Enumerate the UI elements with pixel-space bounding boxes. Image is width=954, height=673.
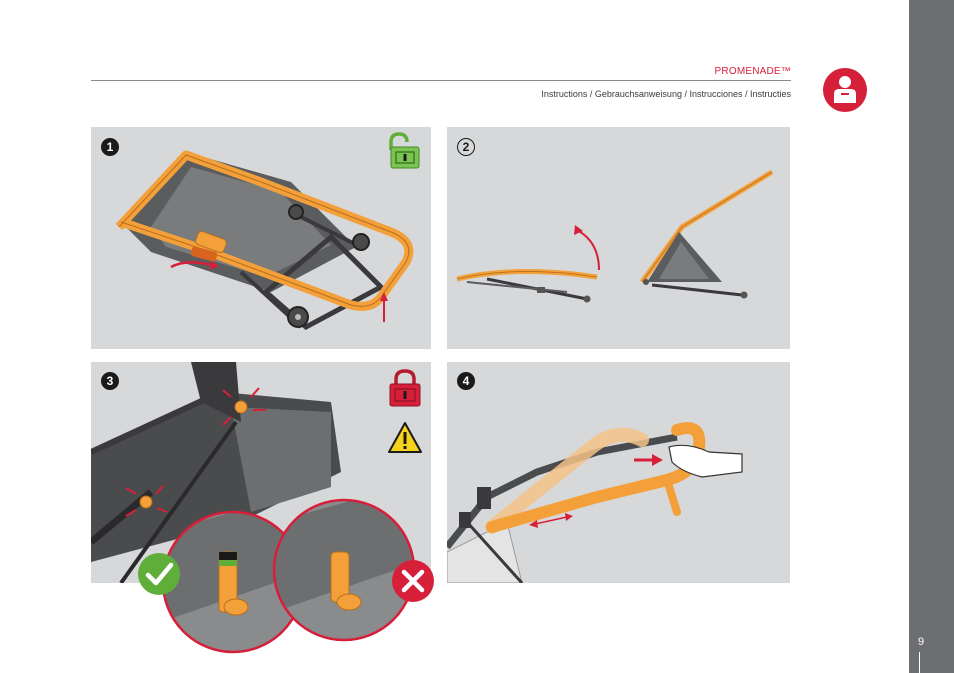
page-number-line [919,652,920,673]
step-2-number: 2 [457,138,475,156]
step-3-panel: 3 [91,362,434,654]
step-4-illustration [447,422,743,583]
step-4-panel: 4 [447,362,790,583]
warning-icon [387,420,423,456]
step-3-illustration [91,362,416,654]
step-2-panel: 2 [447,127,790,349]
side-tab [909,0,954,673]
lock-icon [387,368,423,408]
step-3-number: 3 [101,372,119,390]
step-1-illustration [115,150,414,331]
step-1-number: 1 [101,138,119,156]
step-1-panel: 1 [91,127,431,349]
user-icon [823,68,867,112]
check-icon [137,552,181,596]
step-2-illustration [456,169,774,303]
cross-icon [391,559,435,603]
step-4-number: 4 [457,372,475,390]
unlock-icon [386,132,422,170]
page-number: 9 [917,636,925,648]
language-subtitle: Instructions / Gebrauchsanweisung / Inst… [541,89,791,99]
header-rule [91,80,791,81]
brand-title: PROMENADE™ [714,66,791,77]
